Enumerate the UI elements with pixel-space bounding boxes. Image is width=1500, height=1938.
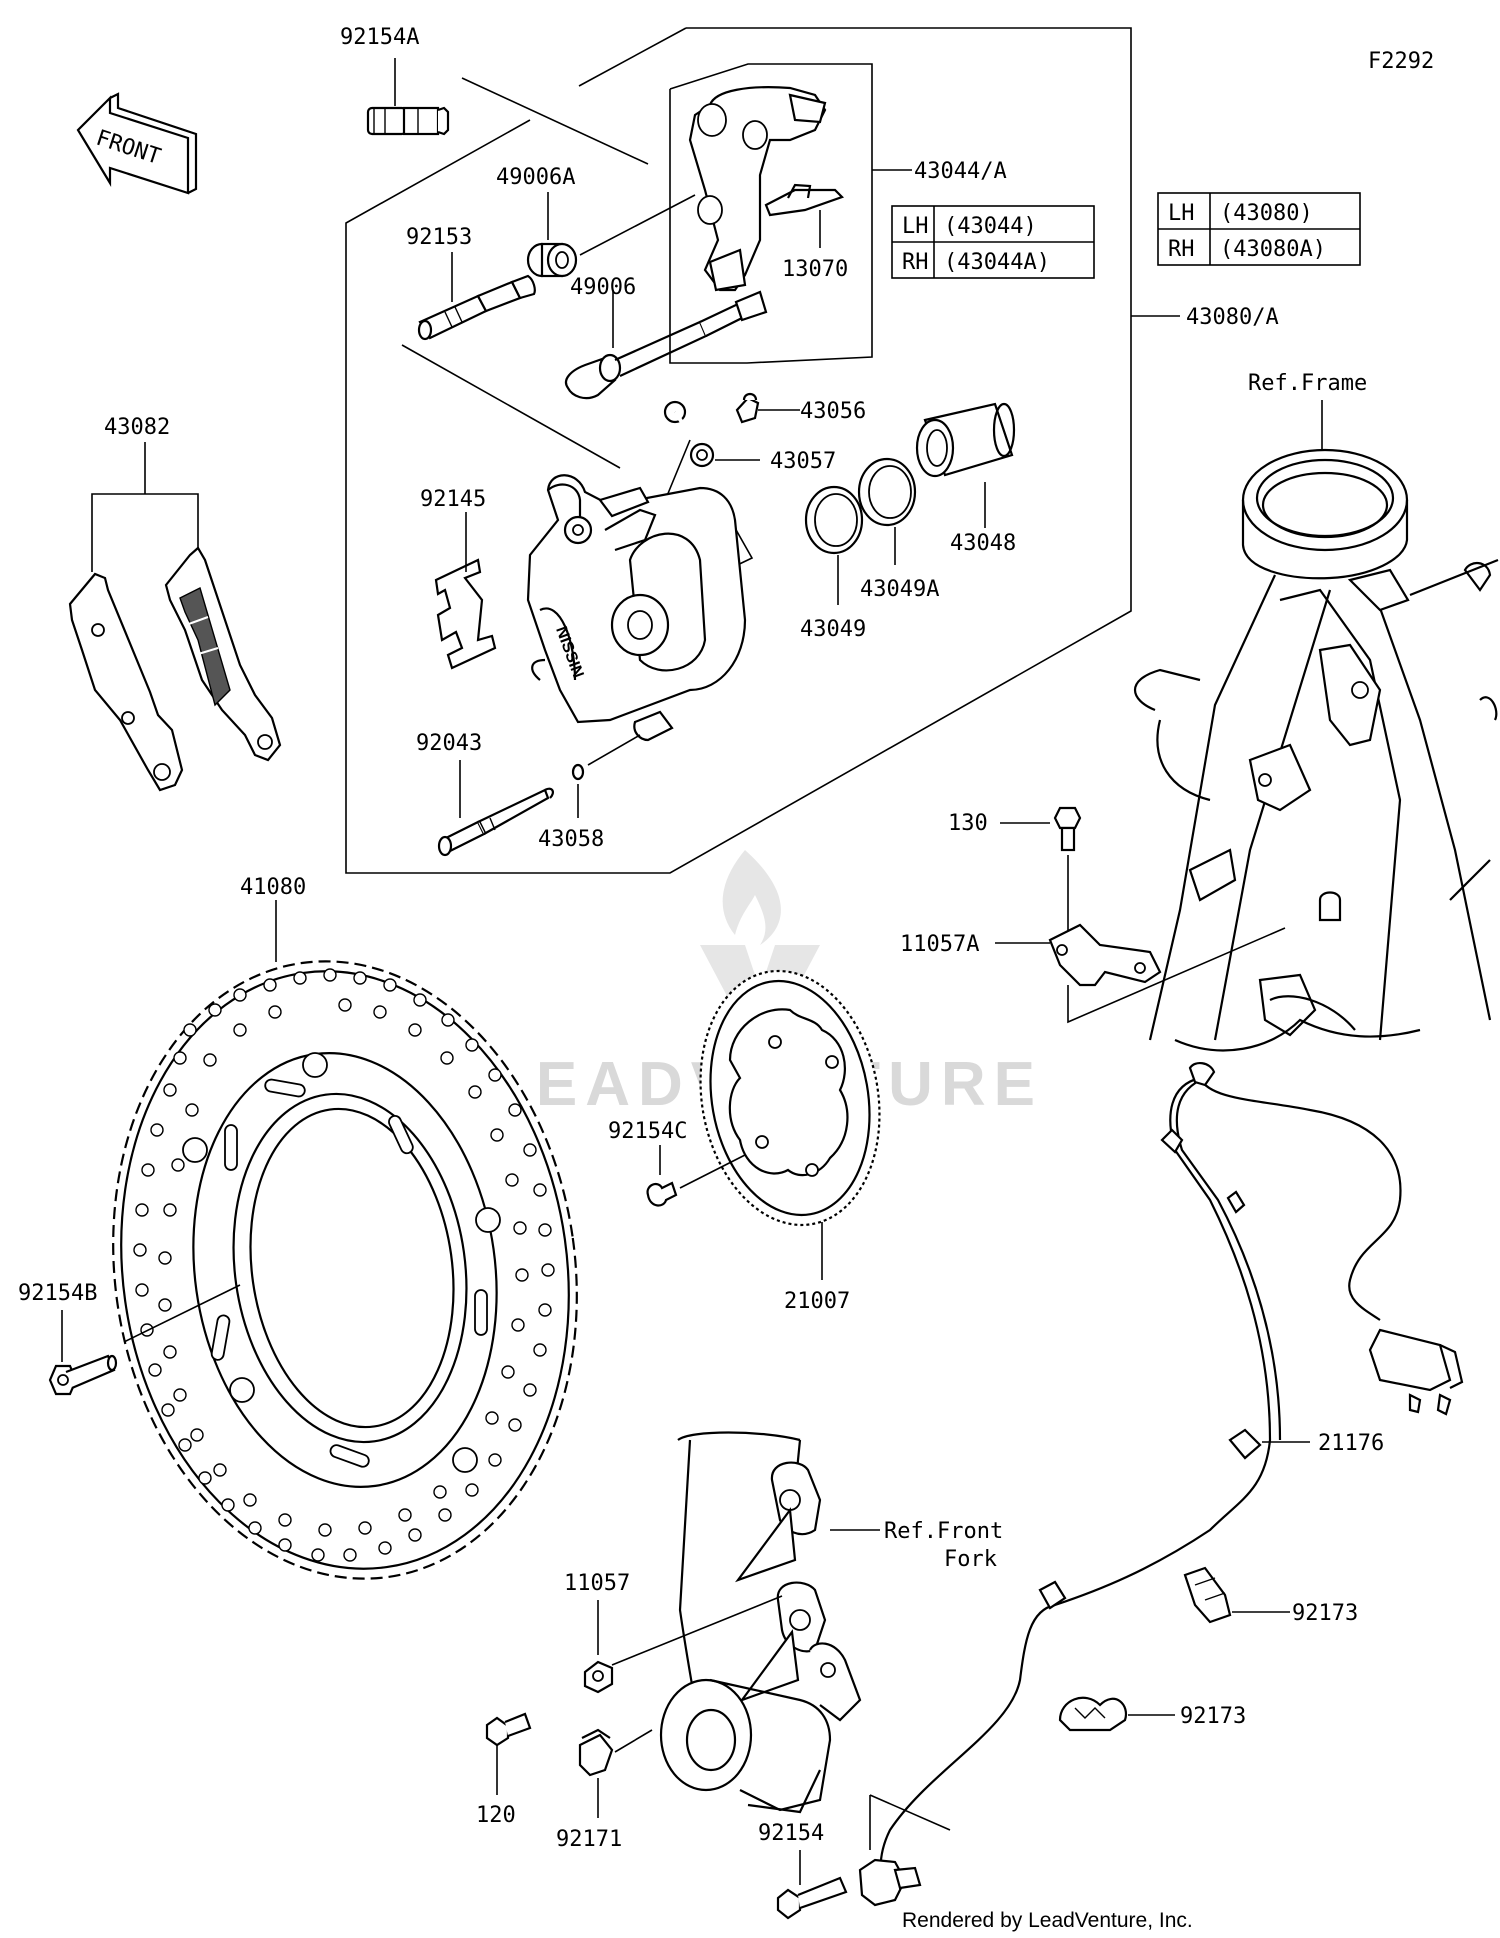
label-92173-b: 92173 <box>1180 1704 1246 1729</box>
label-43057: 43057 <box>770 449 836 474</box>
label-43082: 43082 <box>104 415 170 440</box>
screw-92154C <box>646 1181 678 1207</box>
label-43058: 43058 <box>538 827 604 852</box>
label-92171: 92171 <box>556 1827 622 1852</box>
abs-rotor-21007 <box>699 969 881 1227</box>
table-43044-part-1: (43044A) <box>944 250 1050 275</box>
label-41080: 41080 <box>240 875 306 900</box>
label-21176: 21176 <box>1318 1431 1384 1456</box>
front-fork-reference <box>659 1431 862 1814</box>
label-43080A: 43080/A <box>1186 305 1279 330</box>
pin-92043 <box>437 787 554 857</box>
rendered-by-credit: Rendered by LeadVenture, Inc. <box>902 1909 1193 1932</box>
label-92145: 92145 <box>420 487 486 512</box>
label-92154C: 92154C <box>608 1119 687 1144</box>
bolt-92154B <box>48 1354 118 1396</box>
label-92154B: 92154B <box>18 1281 97 1306</box>
spring-92145 <box>434 558 497 670</box>
table-43080-side-1: RH <box>1168 237 1195 262</box>
label-21007: 21007 <box>784 1289 850 1314</box>
pin-49006 <box>564 290 768 400</box>
piston-43048 <box>915 402 1016 478</box>
label-43044A: 43044/A <box>914 159 1007 184</box>
seal-43049 <box>804 485 864 555</box>
clip-92173-b <box>1058 1696 1128 1732</box>
brake-pads-43082 <box>68 546 282 792</box>
label-43049A: 43049A <box>860 577 939 602</box>
table-43044-side-0: LH <box>902 214 929 239</box>
brake-disc-41080 <box>112 960 578 1580</box>
front-arrow-icon: FRONT <box>76 92 198 195</box>
diagram-code: F2292 <box>1368 49 1434 74</box>
nut-11057 <box>583 1660 614 1694</box>
clip-13070 <box>764 183 845 217</box>
caliper-bracket-43044 <box>688 86 827 292</box>
clip-92173-a <box>1183 1566 1232 1624</box>
clamp-92171 <box>578 1728 614 1777</box>
bracket-11057A <box>1048 923 1162 987</box>
label-92043: 92043 <box>416 731 482 756</box>
label-43049: 43049 <box>800 617 866 642</box>
cap-43057 <box>663 400 715 468</box>
bolt-92154A <box>366 106 450 136</box>
bolt-130 <box>1053 806 1082 852</box>
label-92154A: 92154A <box>340 25 419 50</box>
bolt-92154 <box>776 1876 848 1920</box>
label-92173-a: 92173 <box>1292 1601 1358 1626</box>
table-43044-side-1: RH <box>902 250 929 275</box>
label-11057: 11057 <box>564 1571 630 1596</box>
label-49006A: 49006A <box>496 165 575 190</box>
ref-frame-label: Ref.Frame <box>1248 371 1367 396</box>
bleeder-43056 <box>735 392 760 424</box>
table-43080-side-0: LH <box>1168 201 1195 226</box>
table-43044: LH (43044) RH (43044A) <box>891 205 1095 279</box>
table-43080: LH (43080) RH (43080A) <box>1157 192 1361 266</box>
ref-front-fork-line1: Ref.Front <box>884 1519 1003 1544</box>
disc-holes <box>133 968 555 1562</box>
label-92154: 92154 <box>758 1821 824 1846</box>
label-13070: 13070 <box>782 257 848 282</box>
label-92153: 92153 <box>406 225 472 250</box>
screw-120 <box>485 1712 532 1747</box>
label-43048: 43048 <box>950 531 1016 556</box>
ref-front-fork-line2: Fork <box>944 1547 997 1572</box>
caliper-body: NISSIN <box>526 474 747 742</box>
frame-reference <box>1133 448 1499 1052</box>
label-49006: 49006 <box>570 275 636 300</box>
caliper-assembly-outline <box>345 27 1132 874</box>
label-120: 120 <box>476 1803 516 1828</box>
ring-43058 <box>571 763 585 781</box>
table-43044-part-0: (43044) <box>944 214 1037 239</box>
boot-49006A <box>526 242 578 278</box>
label-130: 130 <box>948 811 988 836</box>
label-43056: 43056 <box>800 399 866 424</box>
table-43080-part-0: (43080) <box>1220 201 1313 226</box>
abs-sensor-cable-21176 <box>879 1062 1464 1891</box>
label-11057A: 11057A <box>900 932 979 957</box>
table-43080-part-1: (43080A) <box>1220 237 1326 262</box>
pin-92153 <box>417 274 536 341</box>
seal-43049A <box>857 457 917 527</box>
